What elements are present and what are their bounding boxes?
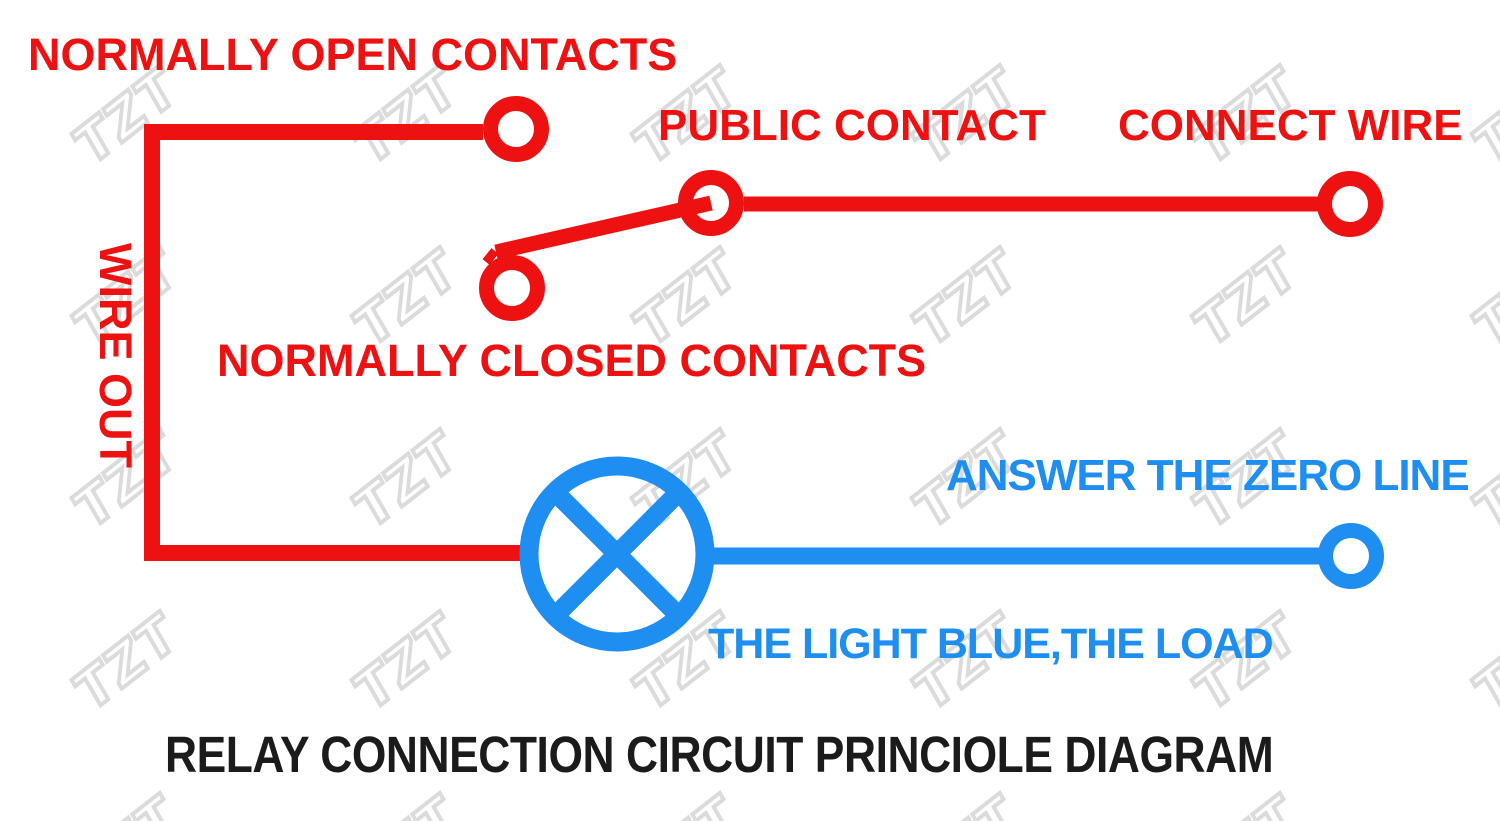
- label-normally-closed-contacts: NORMALLY CLOSED CONTACTS: [217, 335, 927, 386]
- normally-closed-contact-ring: [479, 255, 545, 321]
- zero-line-ring: [1318, 523, 1384, 589]
- label-connect-wire: CONNECT WIRE: [1118, 101, 1463, 150]
- switch-lever-tip: [482, 248, 499, 265]
- normally-open-contact-ring: [483, 96, 549, 162]
- label-answer-the-zero-line: ANSWER THE ZERO LINE: [946, 451, 1470, 500]
- lamp-circle: [519, 456, 715, 652]
- label-public-contact: PUBLIC CONTACT: [658, 101, 1046, 150]
- lamp-cross-line-2: [549, 486, 685, 622]
- label-the-light-blue-the-load: THE LIGHT BLUE,THE LOAD: [708, 620, 1274, 668]
- red-wire-left-path: [144, 124, 521, 561]
- diagram-title: RELAY CONNECTION CIRCUIT PRINCIOLE DIAGR…: [165, 726, 1274, 783]
- connect-wire-ring: [1317, 171, 1383, 237]
- lamp-symbol: [519, 456, 715, 652]
- public-contact-ring: [678, 170, 744, 236]
- label-wire-out: WIRE OUT: [90, 243, 141, 468]
- label-normally-open-contacts: NORMALLY OPEN CONTACTS: [28, 29, 678, 80]
- switch-lever: [494, 195, 713, 260]
